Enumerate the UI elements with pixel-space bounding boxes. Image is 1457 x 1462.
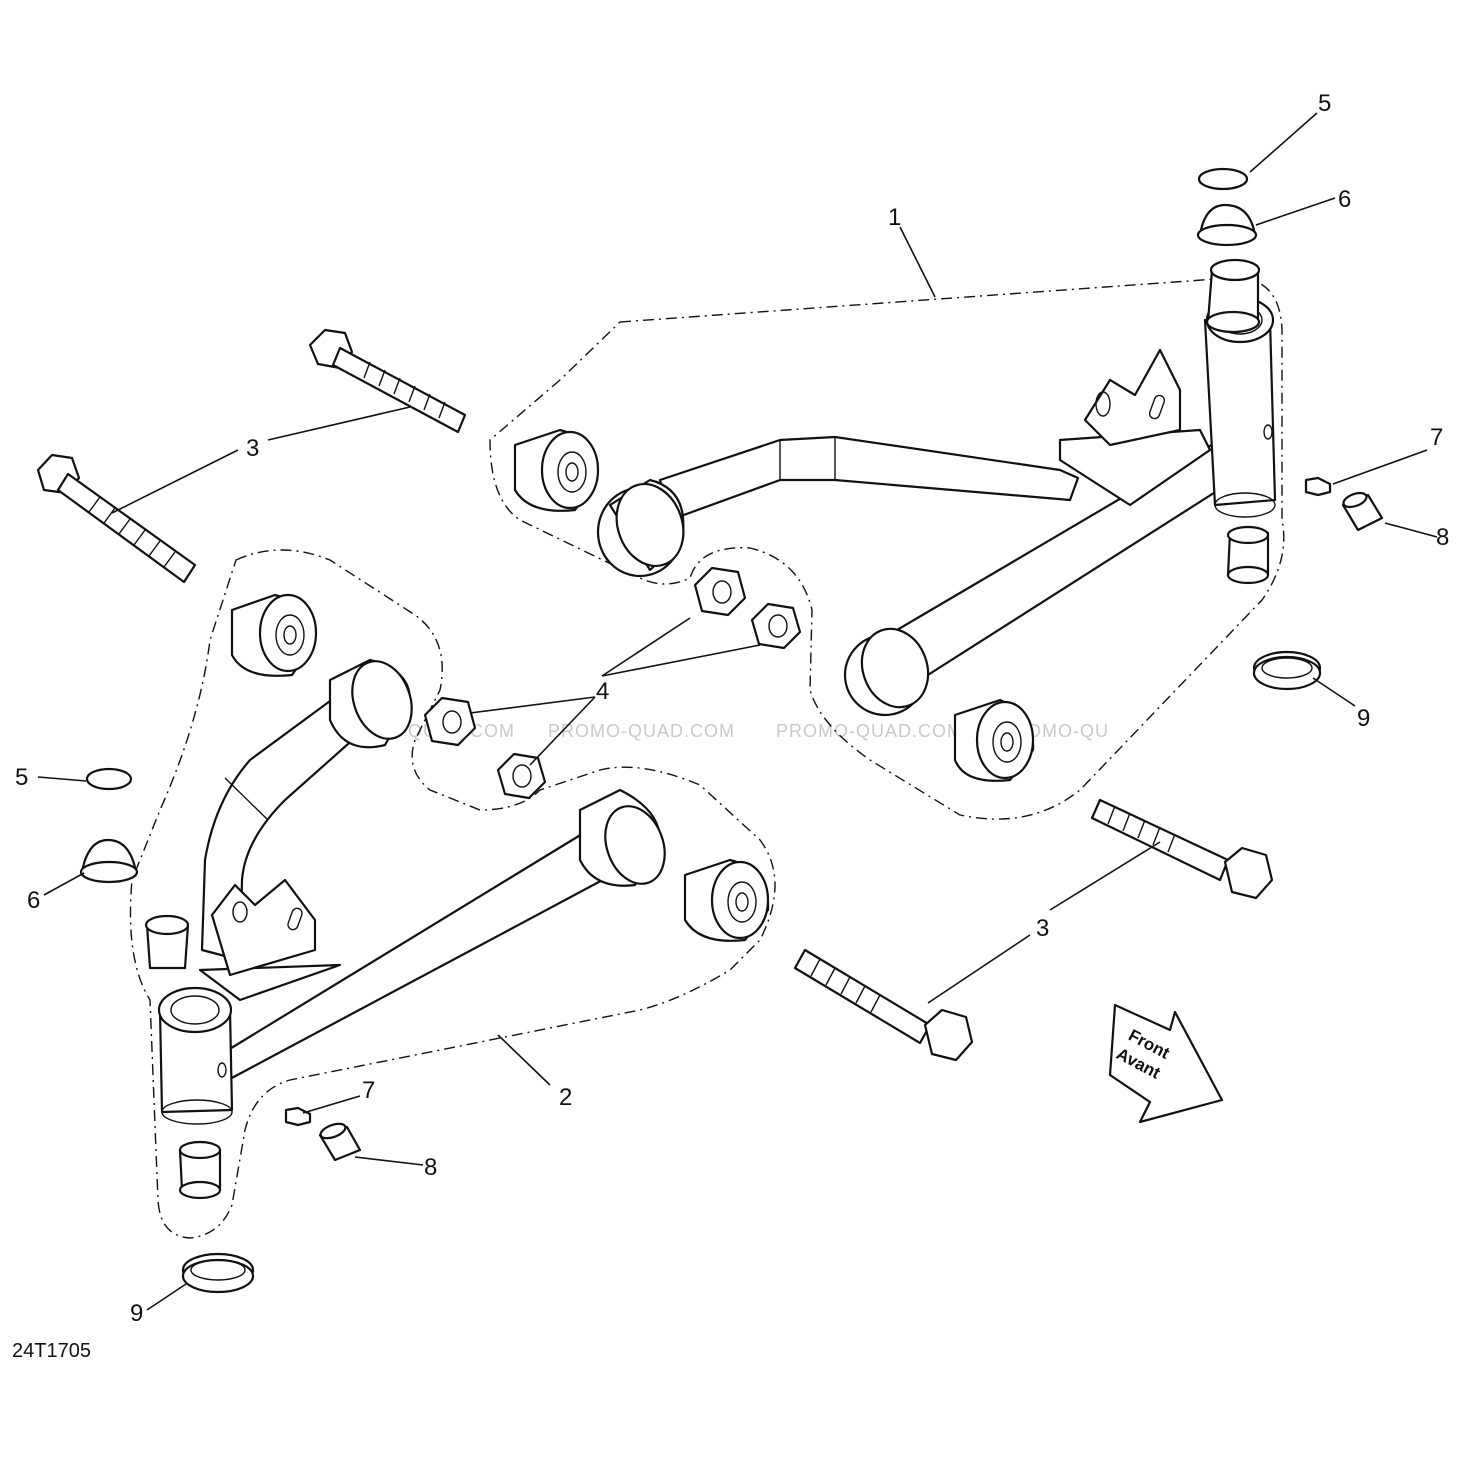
grease-fitting-upper — [1304, 476, 1332, 497]
callout-9-upper: 9 — [1357, 705, 1370, 732]
seal-upper — [1252, 650, 1322, 691]
upper-ball-joint-cup-bottom — [1226, 525, 1270, 585]
callout-4: 4 — [596, 678, 609, 705]
callout-3-lower: 3 — [1036, 915, 1049, 942]
callout-labels: 1 2 3 3 4 5 5 6 6 7 7 8 8 9 9 — [15, 90, 1449, 1327]
callout-2: 2 — [559, 1084, 572, 1111]
lower-ball-joint-cup-bottom — [178, 1140, 222, 1200]
callout-5-lower: 5 — [15, 764, 28, 791]
grease-fitting-lower — [284, 1106, 312, 1127]
callout-6-lower: 6 — [27, 887, 40, 914]
lower-pivot-bushing-top — [230, 593, 318, 677]
cap-lower — [318, 1122, 362, 1162]
callout-9-lower: 9 — [130, 1300, 143, 1327]
upper-ball-joint-cup-top — [1205, 258, 1261, 334]
watermark-text: PROMO-QUAD.COM — [776, 721, 963, 741]
cap-upper — [1341, 491, 1384, 532]
bolt-right — [1090, 798, 1274, 900]
callout-1: 1 — [888, 204, 901, 231]
o-ring-lower — [85, 767, 133, 791]
arrow-icon — [1108, 1003, 1224, 1124]
upper-pivot-bushing-front — [513, 428, 600, 512]
bolt-mid-left — [36, 453, 197, 584]
upper-pivot-bushing-rear — [953, 698, 1035, 782]
dust-cap-upper — [1196, 203, 1258, 247]
lower-ball-joint-cup-top — [144, 914, 190, 970]
o-ring-upper — [1197, 167, 1249, 191]
nut-upper-2 — [750, 602, 802, 650]
callout-8-upper: 8 — [1436, 524, 1449, 551]
leader-lines — [37, 112, 1438, 1311]
lower-pivot-bushing-bottom — [683, 858, 770, 942]
dust-cap-lower — [79, 838, 139, 884]
callout-6-upper: 6 — [1338, 186, 1351, 213]
callout-7-lower: 7 — [362, 1077, 375, 1104]
bolt-bottom — [793, 948, 974, 1062]
bolt-upper-left — [308, 328, 467, 434]
callout-7-upper: 7 — [1430, 424, 1443, 451]
drawing-reference-code: 24T1705 — [12, 1340, 91, 1362]
callout-8-lower: 8 — [424, 1154, 437, 1181]
lower-arm-group-outline — [129, 549, 776, 1239]
nut-lower-1 — [423, 696, 477, 747]
callout-5-upper: 5 — [1318, 90, 1331, 117]
front-direction-arrow: Front Avant — [1108, 1003, 1224, 1124]
watermark-text: PROMO-QUAD.COM — [548, 721, 735, 741]
upper-a-arm — [596, 296, 1277, 717]
nut-lower-2 — [496, 752, 547, 800]
callout-3-upper: 3 — [246, 435, 259, 462]
upper-arm-group-outline — [489, 277, 1285, 820]
nut-upper-1 — [693, 566, 747, 617]
lower-a-arm — [157, 658, 666, 1125]
seal-lower — [181, 1252, 255, 1294]
